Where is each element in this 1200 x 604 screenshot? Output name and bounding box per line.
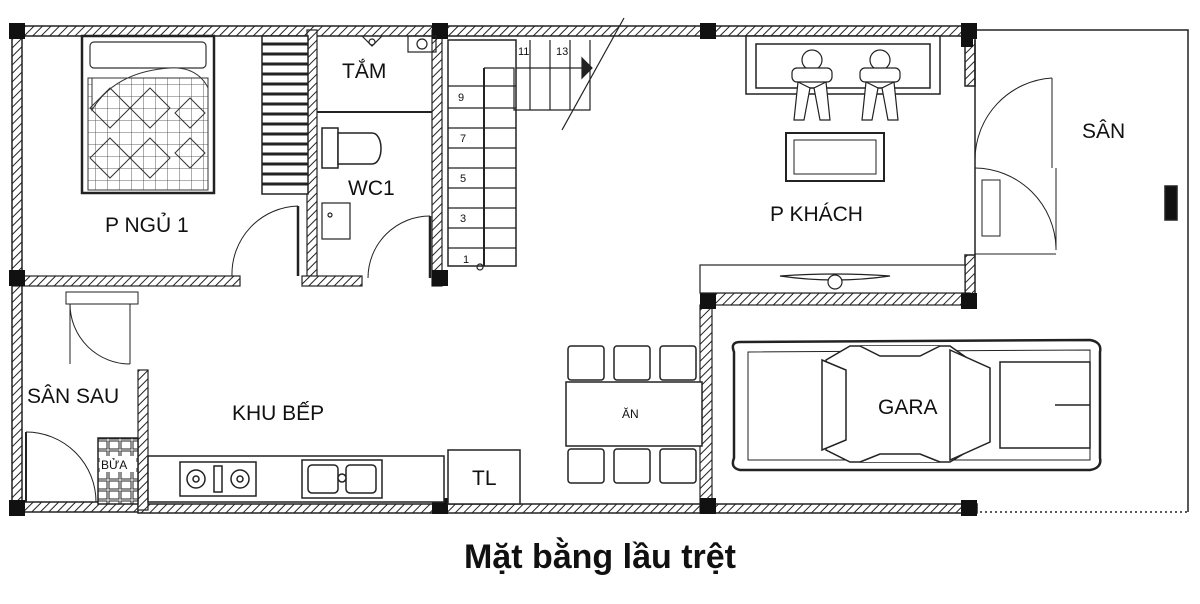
car-icon — [731, 338, 1102, 472]
sink-icon — [321, 202, 351, 240]
plan-caption: Mặt bằng lầu trệt — [463, 538, 737, 576]
shower-icon — [361, 35, 437, 53]
room-label-bedroom: P NGỦ 1 — [105, 213, 189, 237]
bed — [80, 34, 216, 195]
wc-door — [367, 215, 432, 279]
room-label-fridge: TL — [472, 467, 497, 490]
fridge — [447, 449, 521, 505]
person-figure-icon — [791, 49, 901, 121]
stair-step-1: 1 — [463, 254, 469, 266]
kitchen-sink-icon — [301, 459, 383, 499]
sofa — [745, 35, 941, 95]
front-door — [974, 40, 1057, 255]
front-yard-boundary — [975, 29, 1189, 513]
coffee-table — [785, 132, 885, 182]
room-label-front-yard: SÂN — [1082, 120, 1125, 143]
room-label-wc: WC1 — [348, 177, 395, 200]
room-label-kitchen: KHU BẾP — [232, 402, 324, 425]
tv-cabinet — [699, 264, 966, 294]
dining-table — [565, 345, 703, 484]
stair-step-5: 5 — [460, 173, 466, 185]
room-label-garage: GARA — [878, 396, 938, 419]
stair-step-9: 9 — [458, 92, 464, 104]
stair-step-13: 13 — [556, 46, 568, 58]
back-yard-door — [25, 291, 139, 503]
bedroom-door — [231, 205, 300, 277]
stair-step-11: 11 — [518, 46, 529, 58]
toilet-icon — [321, 127, 382, 169]
room-label-dining: ĂN — [622, 406, 639, 421]
staircase — [447, 17, 625, 271]
room-label-living: P KHÁCH — [770, 203, 863, 226]
stair-step-3: 3 — [460, 213, 466, 225]
room-label-back-yard: SÂN SAU — [27, 385, 119, 408]
room-label-bath: TẮM — [342, 59, 386, 83]
interior-walls — [11, 29, 971, 513]
wardrobe — [261, 35, 309, 195]
room-label-laundry: BỬA — [101, 457, 127, 472]
laundry-area — [97, 437, 139, 505]
stair-step-7: 7 — [460, 133, 466, 145]
stove-icon — [179, 461, 257, 497]
floor-plan: P NGỦ 1 TẮM WC1 — [9, 17, 1189, 516]
